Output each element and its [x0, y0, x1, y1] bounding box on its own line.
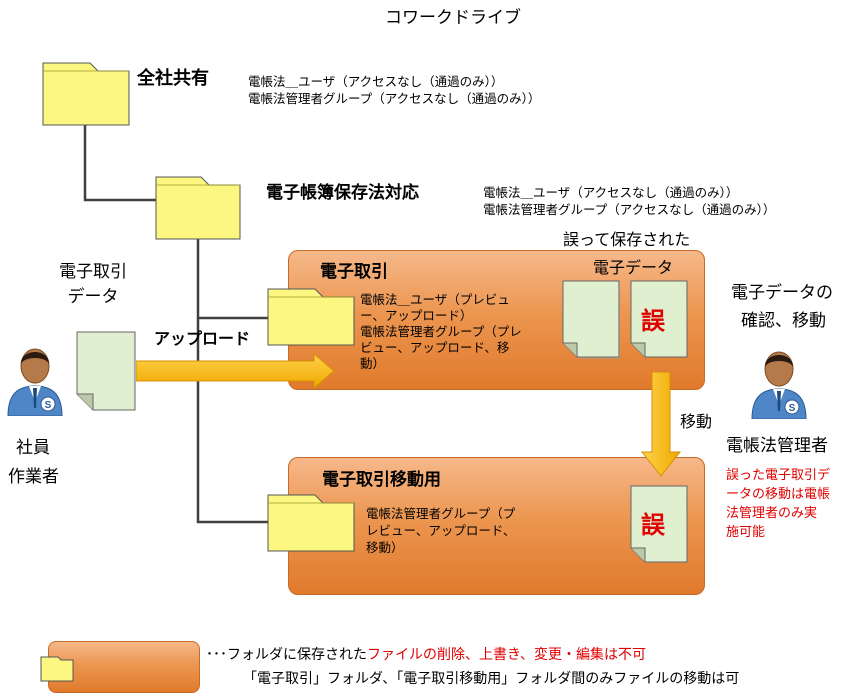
legend-prefix: ･･･フォルダに保存された	[206, 647, 367, 663]
folder-label-etransaction: 電子取引	[320, 262, 388, 282]
legend-folder-icon	[40, 656, 74, 682]
perm-etransaction-move-2: レビュー、アップロード、	[366, 523, 516, 538]
document-icon-upload-source	[75, 330, 141, 416]
perm-etransaction-1: 電帳法＿ユーザ（プレビュ	[360, 292, 510, 307]
document-icon-plain	[561, 279, 627, 363]
employee-label-2: 作業者	[8, 467, 59, 487]
folder-icon-ebook-law	[155, 176, 241, 240]
upload-arrow-icon	[136, 354, 335, 390]
perm-etransaction-5: 動）	[360, 356, 386, 371]
admin-person-icon: S	[748, 339, 810, 423]
svg-text:S: S	[789, 403, 796, 414]
move-label: 移動	[680, 412, 713, 431]
legend-line-1: ･･･フォルダに保存されたファイルの削除、上書き、変更・編集は不可	[206, 647, 646, 665]
admin-label: 電帳法管理者	[726, 436, 828, 456]
legend-line-2: 「電子取引」フォルダ、「電子取引移動用」フォルダ間のみファイルの移動は可	[243, 671, 740, 687]
perm-ebook-law-2: 電帳法管理者グループ（アクセスなし（通過のみ））	[483, 202, 776, 217]
admin-note-3: 法管理者のみ実	[726, 506, 818, 521]
perm-etransaction-3: 電帳法管理者グループ（プレ	[360, 324, 522, 339]
employee-person-icon: S	[4, 336, 66, 420]
perm-company-shared-1: 電帳法＿ユーザ（アクセスなし（通過のみ））	[248, 74, 504, 89]
wrong-glyph-2: 誤	[641, 511, 665, 539]
document-icon-moved	[629, 484, 695, 568]
perm-etransaction-move-3: 移動）	[366, 540, 404, 555]
perm-ebook-law-1: 電帳法＿ユーザ（アクセスなし（通過のみ））	[483, 185, 739, 200]
move-arrow-icon	[640, 372, 682, 477]
folder-label-company-shared: 全社共有	[137, 68, 209, 89]
upload-label: アップロード	[154, 329, 251, 348]
admin-note-4: 施可能	[726, 525, 766, 540]
employee-label-1: 社員	[16, 438, 50, 458]
wrong-saved-label-1: 誤って保存された	[563, 230, 691, 249]
wrong-glyph-1: 誤	[641, 307, 665, 335]
folder-label-etransaction-move: 電子取引移動用	[322, 470, 441, 490]
left-doc-label-1: 電子取引	[59, 262, 127, 282]
perm-etransaction-2: ー、アップロード）	[360, 308, 473, 323]
folder-icon-etransaction-move	[267, 494, 355, 552]
left-doc-label-2: データ	[67, 287, 119, 307]
folder-icon-company-shared	[42, 62, 130, 126]
admin-note-1: 誤った電子取引デ	[726, 468, 831, 483]
folder-label-ebook-law: 電子帳簿保存法対応	[266, 183, 419, 203]
admin-task-label-2: 確認、移動	[741, 311, 826, 331]
legend-red-text: ファイルの削除、上書き、変更・編集は不可	[367, 647, 647, 663]
wrong-saved-label-2: 電子データ	[593, 258, 674, 277]
legend-orange-box	[48, 641, 200, 693]
document-icon-wrong	[629, 279, 695, 363]
perm-company-shared-2: 電帳法管理者グループ（アクセスなし（通過のみ））	[248, 91, 541, 106]
perm-etransaction-move-1: 電帳法管理者グループ（プ	[366, 506, 516, 521]
perm-etransaction-4: ビュー、アップロード、移	[360, 340, 510, 355]
folder-icon-etransaction	[267, 288, 355, 346]
svg-text:S: S	[45, 400, 52, 411]
diagram-title: コワークドライブ	[385, 8, 521, 28]
admin-note-2: ータの移動は電帳	[726, 487, 831, 502]
admin-task-label-1: 電子データの	[731, 283, 833, 303]
